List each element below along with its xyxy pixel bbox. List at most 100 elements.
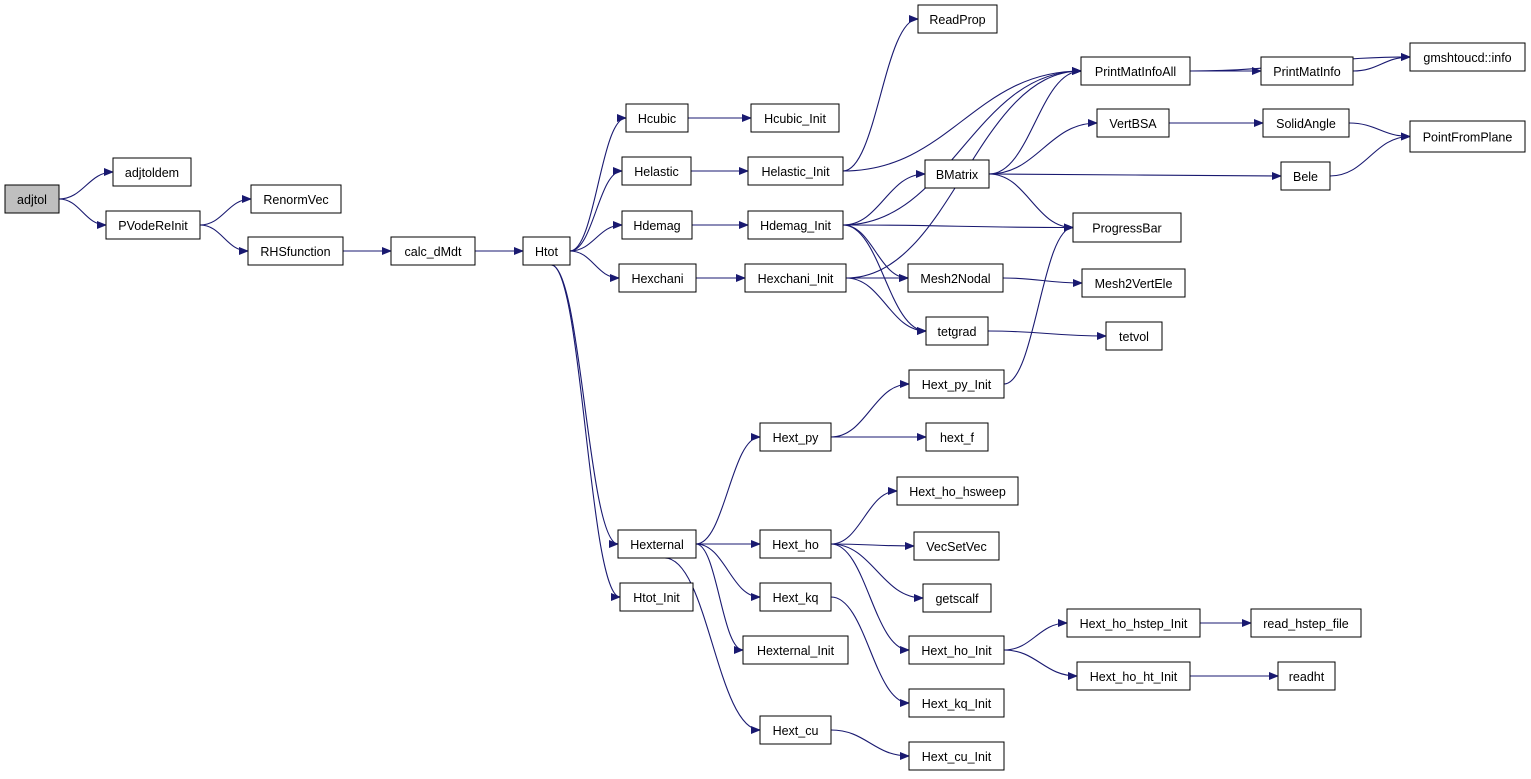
node-box xyxy=(742,635,849,665)
node-label: ReadProp xyxy=(929,13,985,27)
node-box xyxy=(522,236,571,266)
node-box xyxy=(924,159,990,189)
node-label: BMatrix xyxy=(936,168,979,182)
node-htot[interactable]: Htot xyxy=(522,236,571,266)
node-label: SolidAngle xyxy=(1276,117,1336,131)
node-hcubic[interactable]: Hcubic xyxy=(625,103,689,133)
edge-helastic-init-to-printmatinfoall xyxy=(842,67,1082,172)
node-solidangle[interactable]: SolidAngle xyxy=(1262,108,1350,138)
node-label: Hext_ho_hstep_Init xyxy=(1080,617,1188,631)
node-rhsfunction[interactable]: RHSfunction xyxy=(247,236,344,266)
node-calc-dmdt[interactable]: calc_dMdt xyxy=(390,236,476,266)
edge-hext-ho-to-vecsetvec xyxy=(830,541,915,550)
node-box xyxy=(619,582,694,612)
node-box xyxy=(1262,108,1350,138)
node-hext-f[interactable]: hext_f xyxy=(925,422,989,452)
node-label: tetvol xyxy=(1119,330,1149,344)
node-label: Hext_ho xyxy=(772,538,819,552)
node-mesh2vertele[interactable]: Mesh2VertEle xyxy=(1081,268,1186,298)
node-tetgrad[interactable]: tetgrad xyxy=(925,316,989,346)
node-box xyxy=(1280,161,1331,191)
edge-tetgrad-to-tetvol xyxy=(987,330,1107,340)
node-gmshtoucd-info[interactable]: gmshtoucd::info xyxy=(1409,42,1526,72)
node-box xyxy=(1277,661,1336,691)
node-readprop[interactable]: ReadProp xyxy=(917,4,998,34)
edge-hext-ho-to-getscalf xyxy=(830,543,924,602)
node-hext-ho-hsweep[interactable]: Hext_ho_hsweep xyxy=(896,476,1019,506)
node-box xyxy=(1409,120,1526,153)
node-htot-init[interactable]: Htot_Init xyxy=(619,582,694,612)
node-hexchani-init[interactable]: Hexchani_Init xyxy=(744,263,847,293)
node-label: Hexchani xyxy=(631,272,683,286)
node-read-hstep-file[interactable]: read_hstep_file xyxy=(1250,608,1362,638)
node-hext-ho-init[interactable]: Hext_ho_Init xyxy=(908,635,1005,665)
node-hexternal[interactable]: Hexternal xyxy=(617,529,697,559)
node-progressbar[interactable]: ProgressBar xyxy=(1072,212,1182,243)
node-hdemag-init[interactable]: Hdemag_Init xyxy=(747,210,844,240)
edge-bmatrix-to-printmatinfoall xyxy=(988,67,1082,175)
node-box xyxy=(1096,108,1170,138)
node-hext-ho-hstep-init[interactable]: Hext_ho_hstep_Init xyxy=(1066,608,1201,638)
node-label: VertBSA xyxy=(1109,117,1157,131)
node-mesh2nodal[interactable]: Mesh2Nodal xyxy=(907,263,1004,293)
node-hcubic-init[interactable]: Hcubic_Init xyxy=(750,103,840,133)
node-label: Helastic_Init xyxy=(761,165,830,179)
node-box xyxy=(908,369,1005,399)
node-hext-kq-init[interactable]: Hext_kq_Init xyxy=(908,688,1005,718)
node-adjtoldem[interactable]: adjtoldem xyxy=(112,157,192,187)
node-pvodereinit[interactable]: PVodeReInit xyxy=(105,210,201,240)
node-renormvec[interactable]: RenormVec xyxy=(250,184,342,214)
node-box xyxy=(908,635,1005,665)
node-bele[interactable]: Bele xyxy=(1280,161,1331,191)
node-box xyxy=(908,688,1005,718)
node-vertbsa[interactable]: VertBSA xyxy=(1096,108,1170,138)
node-helastic-init[interactable]: Helastic_Init xyxy=(747,156,844,186)
node-vecsetvec[interactable]: VecSetVec xyxy=(913,531,1000,561)
edge-layer xyxy=(58,15,1411,760)
node-hext-py[interactable]: Hext_py xyxy=(759,422,832,452)
node-printmatinfo[interactable]: PrintMatInfo xyxy=(1260,56,1354,86)
node-label: Hext_ho_Init xyxy=(921,644,992,658)
node-box xyxy=(112,157,192,187)
node-box xyxy=(250,184,342,214)
node-printmatinfoall[interactable]: PrintMatInfoAll xyxy=(1080,56,1191,86)
node-hexchani[interactable]: Hexchani xyxy=(618,263,697,293)
node-hext-kq[interactable]: Hext_kq xyxy=(759,582,832,612)
node-box xyxy=(625,103,689,133)
edge-bmatrix-to-bele xyxy=(988,171,1282,180)
edge-mesh2nodal-to-mesh2vertele xyxy=(1002,277,1083,287)
node-getscalf[interactable]: getscalf xyxy=(922,583,992,613)
node-hdemag[interactable]: Hdemag xyxy=(621,210,693,240)
node-box xyxy=(618,263,697,293)
edge-hext-py-to-hext-py-init xyxy=(830,380,910,438)
edge-adjtol-to-adjtoldem xyxy=(58,168,114,200)
node-hext-cu[interactable]: Hext_cu xyxy=(759,715,832,745)
node-label: Hcubic_Init xyxy=(764,112,826,126)
node-hext-cu-init[interactable]: Hext_cu_Init xyxy=(908,741,1005,771)
node-hext-ho-ht-init[interactable]: Hext_ho_ht_Init xyxy=(1076,661,1191,691)
edge-bmatrix-to-vertbsa xyxy=(988,119,1098,175)
edge-hdemag-init-to-progressbar xyxy=(842,223,1074,232)
edge-hexternal-to-hext-py xyxy=(695,433,761,545)
edge-bele-to-pointfromplane xyxy=(1329,132,1411,177)
edge-hext-kq-to-hext-kq-init xyxy=(830,596,910,707)
node-label: RenormVec xyxy=(263,193,328,207)
node-box xyxy=(913,531,1000,561)
node-box xyxy=(1105,321,1163,351)
node-helastic[interactable]: Helastic xyxy=(621,156,692,186)
edge-hdemag-init-to-mesh2nodal xyxy=(842,224,909,282)
node-box xyxy=(917,4,998,34)
node-hext-py-init[interactable]: Hext_py_Init xyxy=(908,369,1005,399)
node-label: RHSfunction xyxy=(260,245,330,259)
node-adjtol[interactable]: adjtol xyxy=(4,184,60,214)
node-readht[interactable]: readht xyxy=(1277,661,1336,691)
node-box xyxy=(1080,56,1191,86)
node-pointfromplane[interactable]: PointFromPlane xyxy=(1409,120,1526,153)
node-hext-ho[interactable]: Hext_ho xyxy=(759,529,832,559)
node-tetvol[interactable]: tetvol xyxy=(1105,321,1163,351)
node-bmatrix[interactable]: BMatrix xyxy=(924,159,990,189)
node-label: Hdemag xyxy=(633,219,680,233)
node-hexternal-init[interactable]: Hexternal_Init xyxy=(742,635,849,665)
node-label: read_hstep_file xyxy=(1263,617,1349,631)
